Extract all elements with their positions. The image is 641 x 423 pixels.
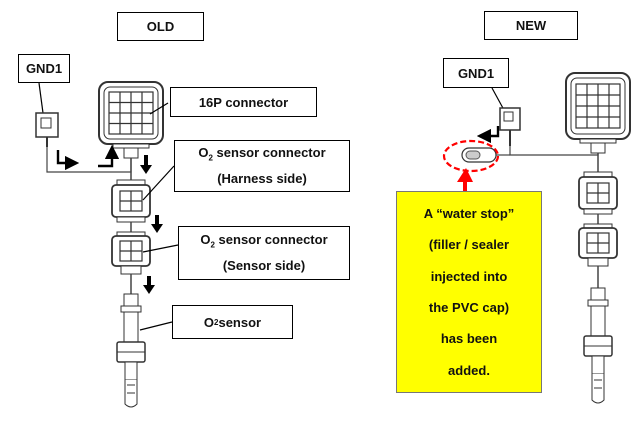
new-gnd1-terminal-illustration bbox=[476, 87, 599, 156]
old-flow-arrows bbox=[140, 155, 163, 294]
o2-harness-o: O bbox=[198, 145, 209, 161]
new-panel-title: NEW bbox=[484, 11, 578, 40]
o2-sensor-side-subscript: 2 bbox=[210, 240, 215, 250]
note-line-1: A “water stop” bbox=[423, 206, 515, 222]
water-stop-highlight bbox=[442, 139, 500, 173]
pvc-cap-illustration bbox=[461, 147, 510, 163]
note-line-5: has been bbox=[440, 331, 498, 347]
new-o2-sensor-connector-illustration bbox=[578, 223, 618, 267]
note-line-2: (filler / sealer bbox=[428, 237, 510, 253]
o2-sensor-o: O bbox=[203, 314, 215, 330]
new-gnd1-label: GND1 bbox=[443, 58, 509, 88]
old-panel-title: OLD bbox=[117, 12, 204, 41]
o2-sensor-suffix: sensor bbox=[218, 314, 262, 330]
old-gnd1-label: GND1 bbox=[18, 54, 70, 83]
connector-16p-label: 16P connector bbox=[170, 87, 317, 117]
o2-harness-connector-label: O2 sensor connector (Harness side) bbox=[174, 140, 350, 192]
o2-sensor-side-o: O bbox=[200, 232, 211, 248]
new-o2-sensor-illustration bbox=[583, 287, 613, 404]
old-o2-sensor-illustration bbox=[116, 293, 146, 408]
o2-harness-line2: (Harness side) bbox=[217, 170, 307, 186]
old-leader-lines bbox=[139, 102, 179, 331]
o2-sensor-subscript: 2 bbox=[214, 317, 219, 327]
o2-sensor-side-line2: (Sensor side) bbox=[222, 257, 306, 273]
new-16p-connector-illustration bbox=[565, 72, 631, 154]
water-stop-note: A “water stop” (filler / sealer injected… bbox=[396, 191, 542, 393]
note-line-3: injected into bbox=[430, 268, 508, 284]
o2-harness-line1-suffix: sensor connector bbox=[212, 145, 326, 161]
old-16p-connector-illustration bbox=[98, 81, 164, 159]
o2-sensor-side-line1-suffix: sensor connector bbox=[214, 232, 328, 248]
note-line-4: the PVC cap) bbox=[428, 300, 510, 316]
note-line-6: added. bbox=[448, 362, 490, 378]
old-gnd1-terminal-illustration bbox=[35, 82, 132, 173]
new-o2-harness-connector-illustration bbox=[578, 171, 618, 215]
o2-sensor-side-connector-label: O2 sensor connector (Sensor side) bbox=[178, 226, 350, 280]
old-o2-sensor-connector-illustration bbox=[111, 231, 151, 275]
old-o2-harness-connector-illustration bbox=[111, 179, 151, 223]
o2-harness-subscript: 2 bbox=[208, 153, 213, 163]
